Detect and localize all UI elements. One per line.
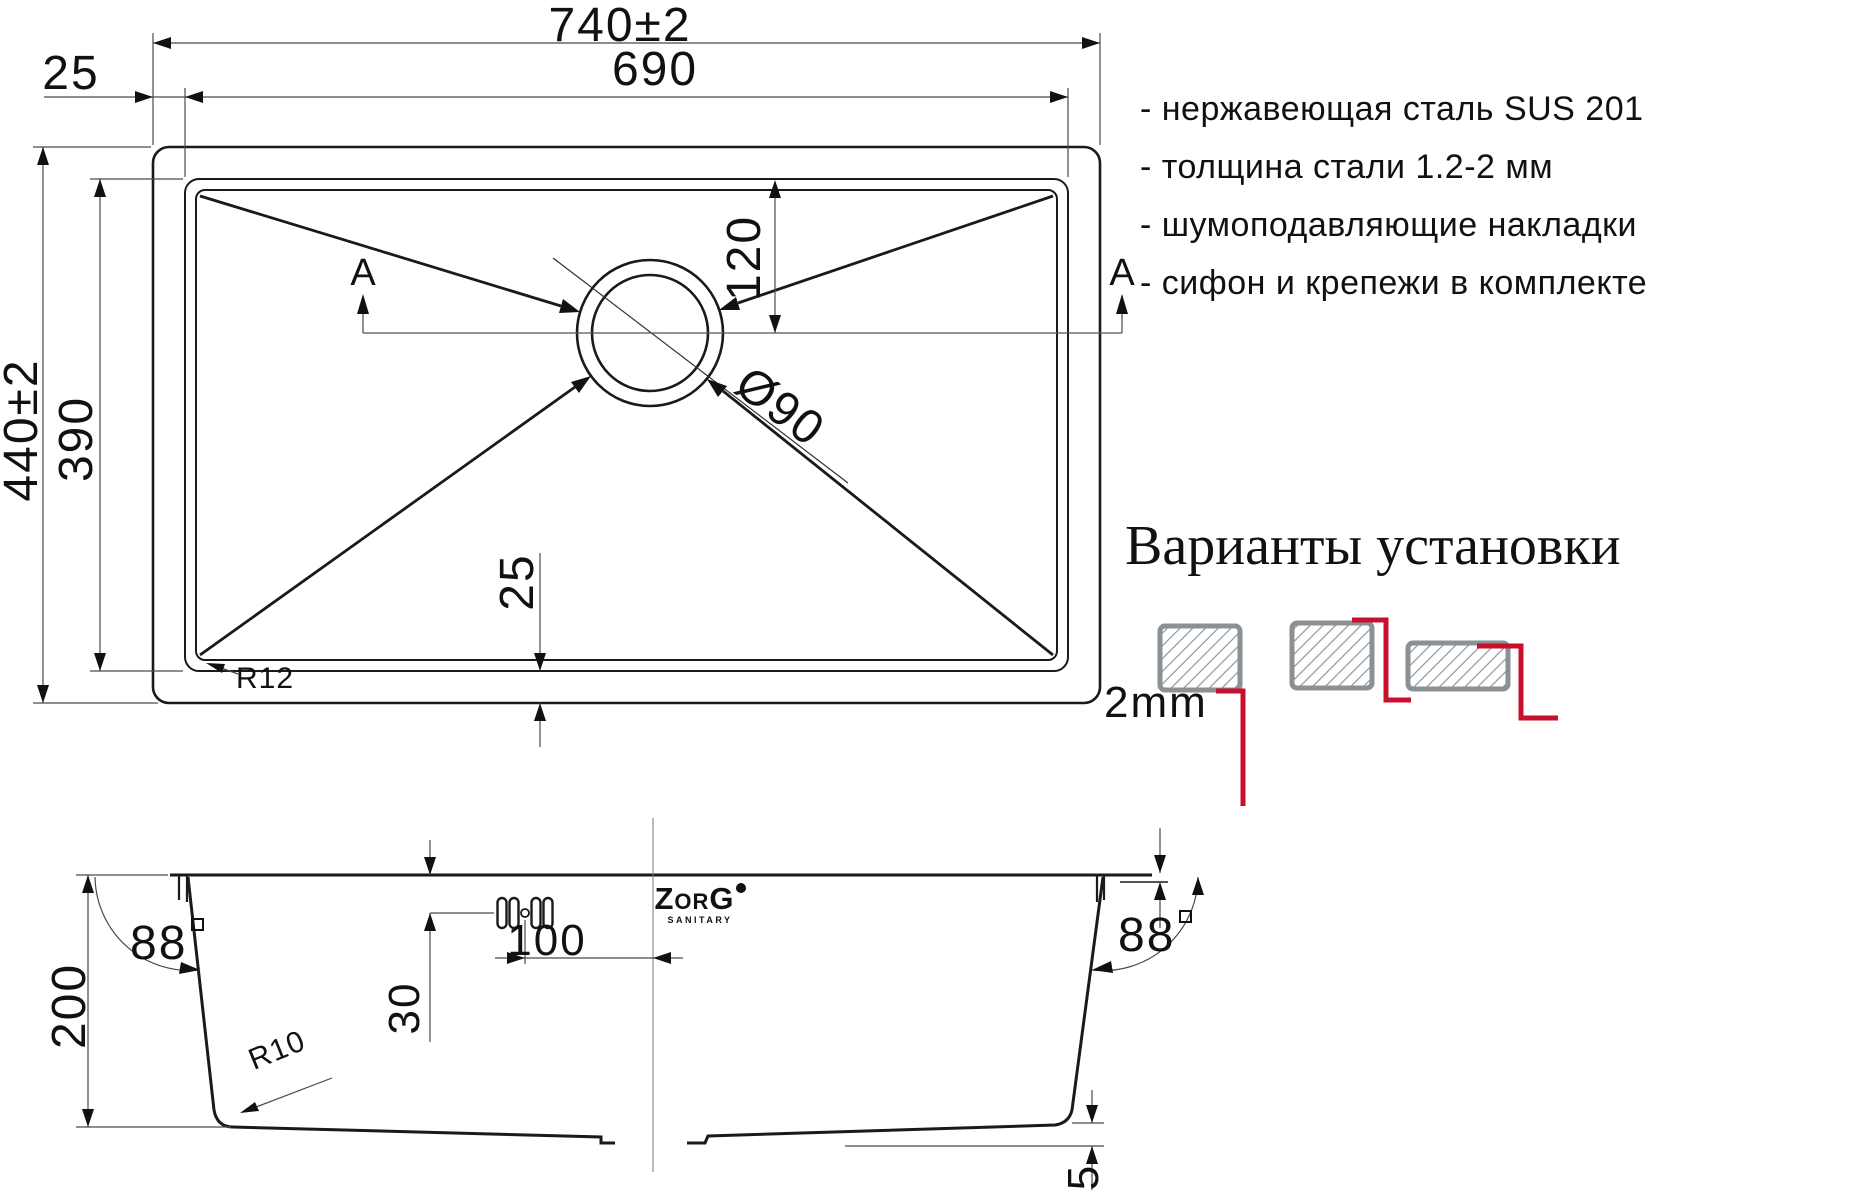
degree-symbol bbox=[191, 918, 205, 931]
dim-bowl-height: 390 bbox=[50, 395, 103, 483]
angle-arc-right bbox=[1091, 876, 1199, 972]
angle-arc-left bbox=[94, 876, 201, 972]
dim-angle-left: 88 bbox=[130, 916, 205, 971]
logo-letters-or: or bbox=[674, 889, 710, 914]
dim-bowl-depth: 200 bbox=[43, 962, 96, 1050]
dim-hole-from-top: 30 bbox=[380, 981, 429, 1035]
bowl-inner-rect bbox=[195, 189, 1058, 661]
section-marker-left: A bbox=[350, 252, 376, 294]
countertop-block-2 bbox=[1289, 620, 1375, 691]
top-view-arrowheads bbox=[37, 37, 1128, 721]
dim-left-edge: 25 bbox=[42, 47, 100, 100]
dim-hole-to-center: 100 bbox=[507, 916, 587, 965]
dim-angle-right: 88 bbox=[1118, 908, 1193, 963]
countertop-block-3 bbox=[1405, 640, 1511, 692]
bowl-left-profile bbox=[186, 876, 615, 1145]
section-marker-right: A bbox=[1109, 252, 1135, 294]
dim-bowl-width: 690 bbox=[611, 43, 699, 96]
bowl-rim-rect bbox=[184, 178, 1069, 672]
degree-symbol bbox=[1179, 910, 1193, 923]
top-view bbox=[151, 145, 1102, 705]
install-options-title: Варианты установки bbox=[1125, 515, 1621, 577]
logo-letter-g: G bbox=[709, 881, 735, 916]
section-arrowheads bbox=[82, 855, 1204, 1164]
dim-overall-width: 740±2 bbox=[548, 0, 692, 52]
sink-outer-rect bbox=[151, 145, 1102, 705]
top-view-dimensions bbox=[33, 33, 1123, 747]
section-view bbox=[170, 818, 1168, 1172]
dim-rim-thickness: 2mm bbox=[1104, 678, 1208, 727]
spec-item-noise-pads: - шумоподавляющие накладки bbox=[1140, 206, 1638, 244]
dim-bottom-slope: 5 bbox=[1059, 1163, 1108, 1191]
install-diagrams bbox=[1157, 617, 1558, 806]
logo-letter-z: Z bbox=[654, 881, 675, 916]
bowl-right-profile bbox=[687, 876, 1105, 1145]
countertop-block-1 bbox=[1157, 623, 1243, 693]
bowl-diagonals bbox=[199, 194, 1054, 657]
brand-logo: ZorG SANITARY bbox=[645, 883, 755, 925]
label-corner-radius: R12 bbox=[236, 662, 295, 695]
logo-registered-dot bbox=[735, 883, 746, 893]
mount-profile-undermount bbox=[1216, 688, 1246, 806]
spec-item-included: - сифон и крепежи в комплекте bbox=[1140, 264, 1648, 302]
rim-edge-lips bbox=[177, 876, 1106, 902]
mount-profile-flush bbox=[1352, 617, 1411, 703]
mount-profile-overmount bbox=[1477, 643, 1558, 721]
spec-item-material: - нержавеющая сталь SUS 201 bbox=[1140, 90, 1644, 128]
dim-overall-height: 440±2 bbox=[0, 358, 48, 502]
dim-drain-from-top: 120 bbox=[718, 214, 771, 302]
drain-slots bbox=[496, 896, 554, 930]
logo-subtitle: SANITARY bbox=[667, 915, 733, 925]
section-dimensions bbox=[76, 828, 1199, 1190]
spec-item-thickness: - толщина стали 1.2-2 мм bbox=[1140, 148, 1554, 186]
dim-bottom-edge: 25 bbox=[491, 553, 544, 611]
diameter-leader bbox=[552, 257, 849, 484]
